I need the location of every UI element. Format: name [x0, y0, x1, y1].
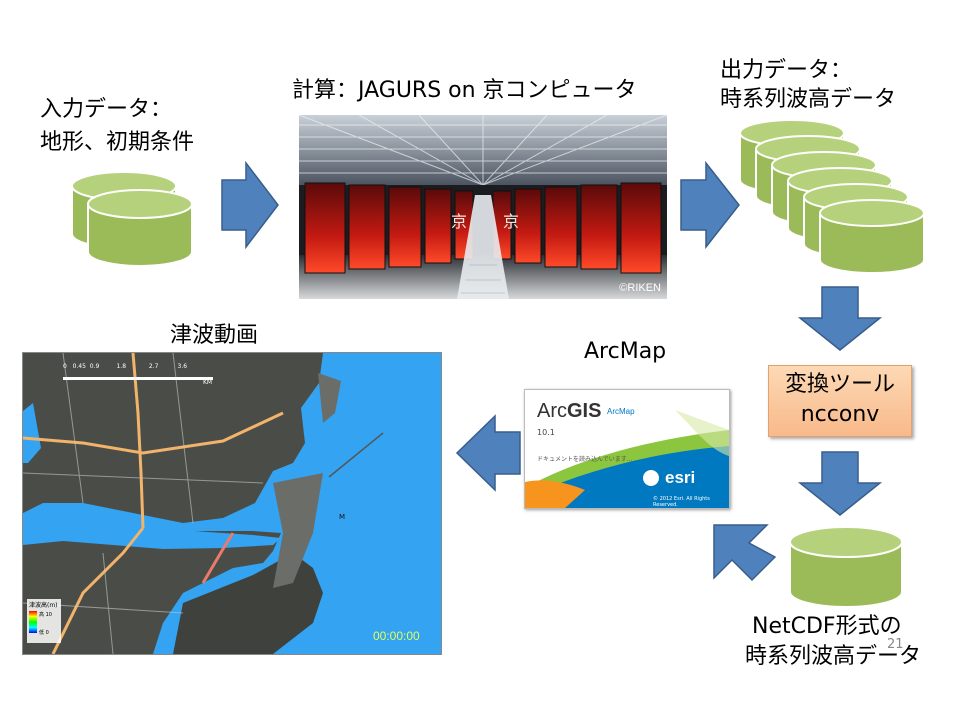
netcdf-title: NetCDF形式の	[752, 614, 902, 639]
arcgis-brand-arc: Arc	[537, 400, 567, 422]
movie-timestamp: 00:00:00	[373, 629, 420, 643]
input-cylinder-2	[87, 189, 193, 267]
rack-kanji-left: 京	[451, 212, 467, 231]
legend-title: 津波高(m)	[29, 602, 58, 609]
tsunami-map: 0 0.45 0.9 1.8 2.7 3.6 KM M 津波高(m) 高 10 …	[22, 352, 442, 655]
arrow-netcdf-to-arcmap	[713, 524, 777, 582]
arcgis-splash: ArcGIS ArcMap 10.1 ドキュメントを読み込んでいます... es…	[524, 389, 730, 509]
map-place-label: M	[339, 513, 346, 521]
scale-tick-1: 0.45	[72, 363, 86, 370]
photo-credit: ©RIKEN	[619, 282, 661, 294]
arrow-output-to-tool	[797, 286, 883, 351]
arrow-arcmap-to-movie	[455, 414, 521, 492]
k-computer-photo: 京 京 ©RIKEN	[299, 115, 667, 299]
legend-color-ramp	[29, 611, 37, 633]
arcgis-copyright: © 2012 Esri. All Rights Reserved.	[653, 496, 710, 508]
legend-low: 低 0	[39, 630, 49, 636]
conversion-tool-box: 変換ツール ncconv	[768, 365, 912, 437]
scale-tick-2: 0.9	[89, 363, 100, 370]
arcgis-brand-gis: GIS	[567, 400, 602, 422]
tool-label-line2: ncconv	[800, 402, 880, 427]
output-cylinder-6	[819, 199, 925, 274]
arcmap-title: ArcMap	[584, 339, 667, 364]
scale-unit: KM	[203, 379, 213, 386]
esri-logo-text: esri	[665, 468, 696, 487]
scale-tick-3: 1.8	[116, 363, 127, 370]
arcgis-product: ArcMap	[607, 407, 635, 417]
scale-tick-4: 2.7	[148, 363, 159, 370]
input-data-subtitle: 地形、初期条件	[40, 130, 195, 155]
page-number: 21	[887, 637, 904, 652]
tool-label-line1: 変換ツール	[784, 372, 895, 397]
arcgis-loading-text: ドキュメントを読み込んでいます...	[537, 456, 633, 463]
arrow-compute-to-output	[680, 160, 740, 250]
arrow-tool-to-netcdf	[797, 451, 883, 516]
output-data-subtitle: 時系列波高データ	[720, 87, 897, 112]
netcdf-subtitle: 時系列波高データ	[745, 644, 922, 669]
legend-high: 高 10	[39, 612, 52, 618]
input-data-title: 入力データ：	[40, 97, 173, 122]
arrow-input-to-compute	[221, 160, 279, 250]
wave-height-legend: 津波高(m) 高 10 低 0	[27, 599, 61, 643]
scale-tick-0: 0	[63, 363, 67, 370]
tsunami-movie-title: 津波動画	[170, 323, 259, 348]
scale-tick-5: 3.6	[177, 363, 188, 370]
map-scale-bar: 0 0.45 0.9 1.8 2.7 3.6 KM	[63, 363, 213, 386]
compute-title: 計算：JAGURS on 京コンピュータ	[292, 78, 637, 103]
netcdf-cylinder	[789, 526, 903, 608]
arcgis-version: 10.1	[537, 428, 555, 437]
output-data-title: 出力データ：	[720, 58, 853, 83]
rack-kanji-right: 京	[503, 212, 519, 231]
esri-globe-icon	[643, 470, 659, 486]
